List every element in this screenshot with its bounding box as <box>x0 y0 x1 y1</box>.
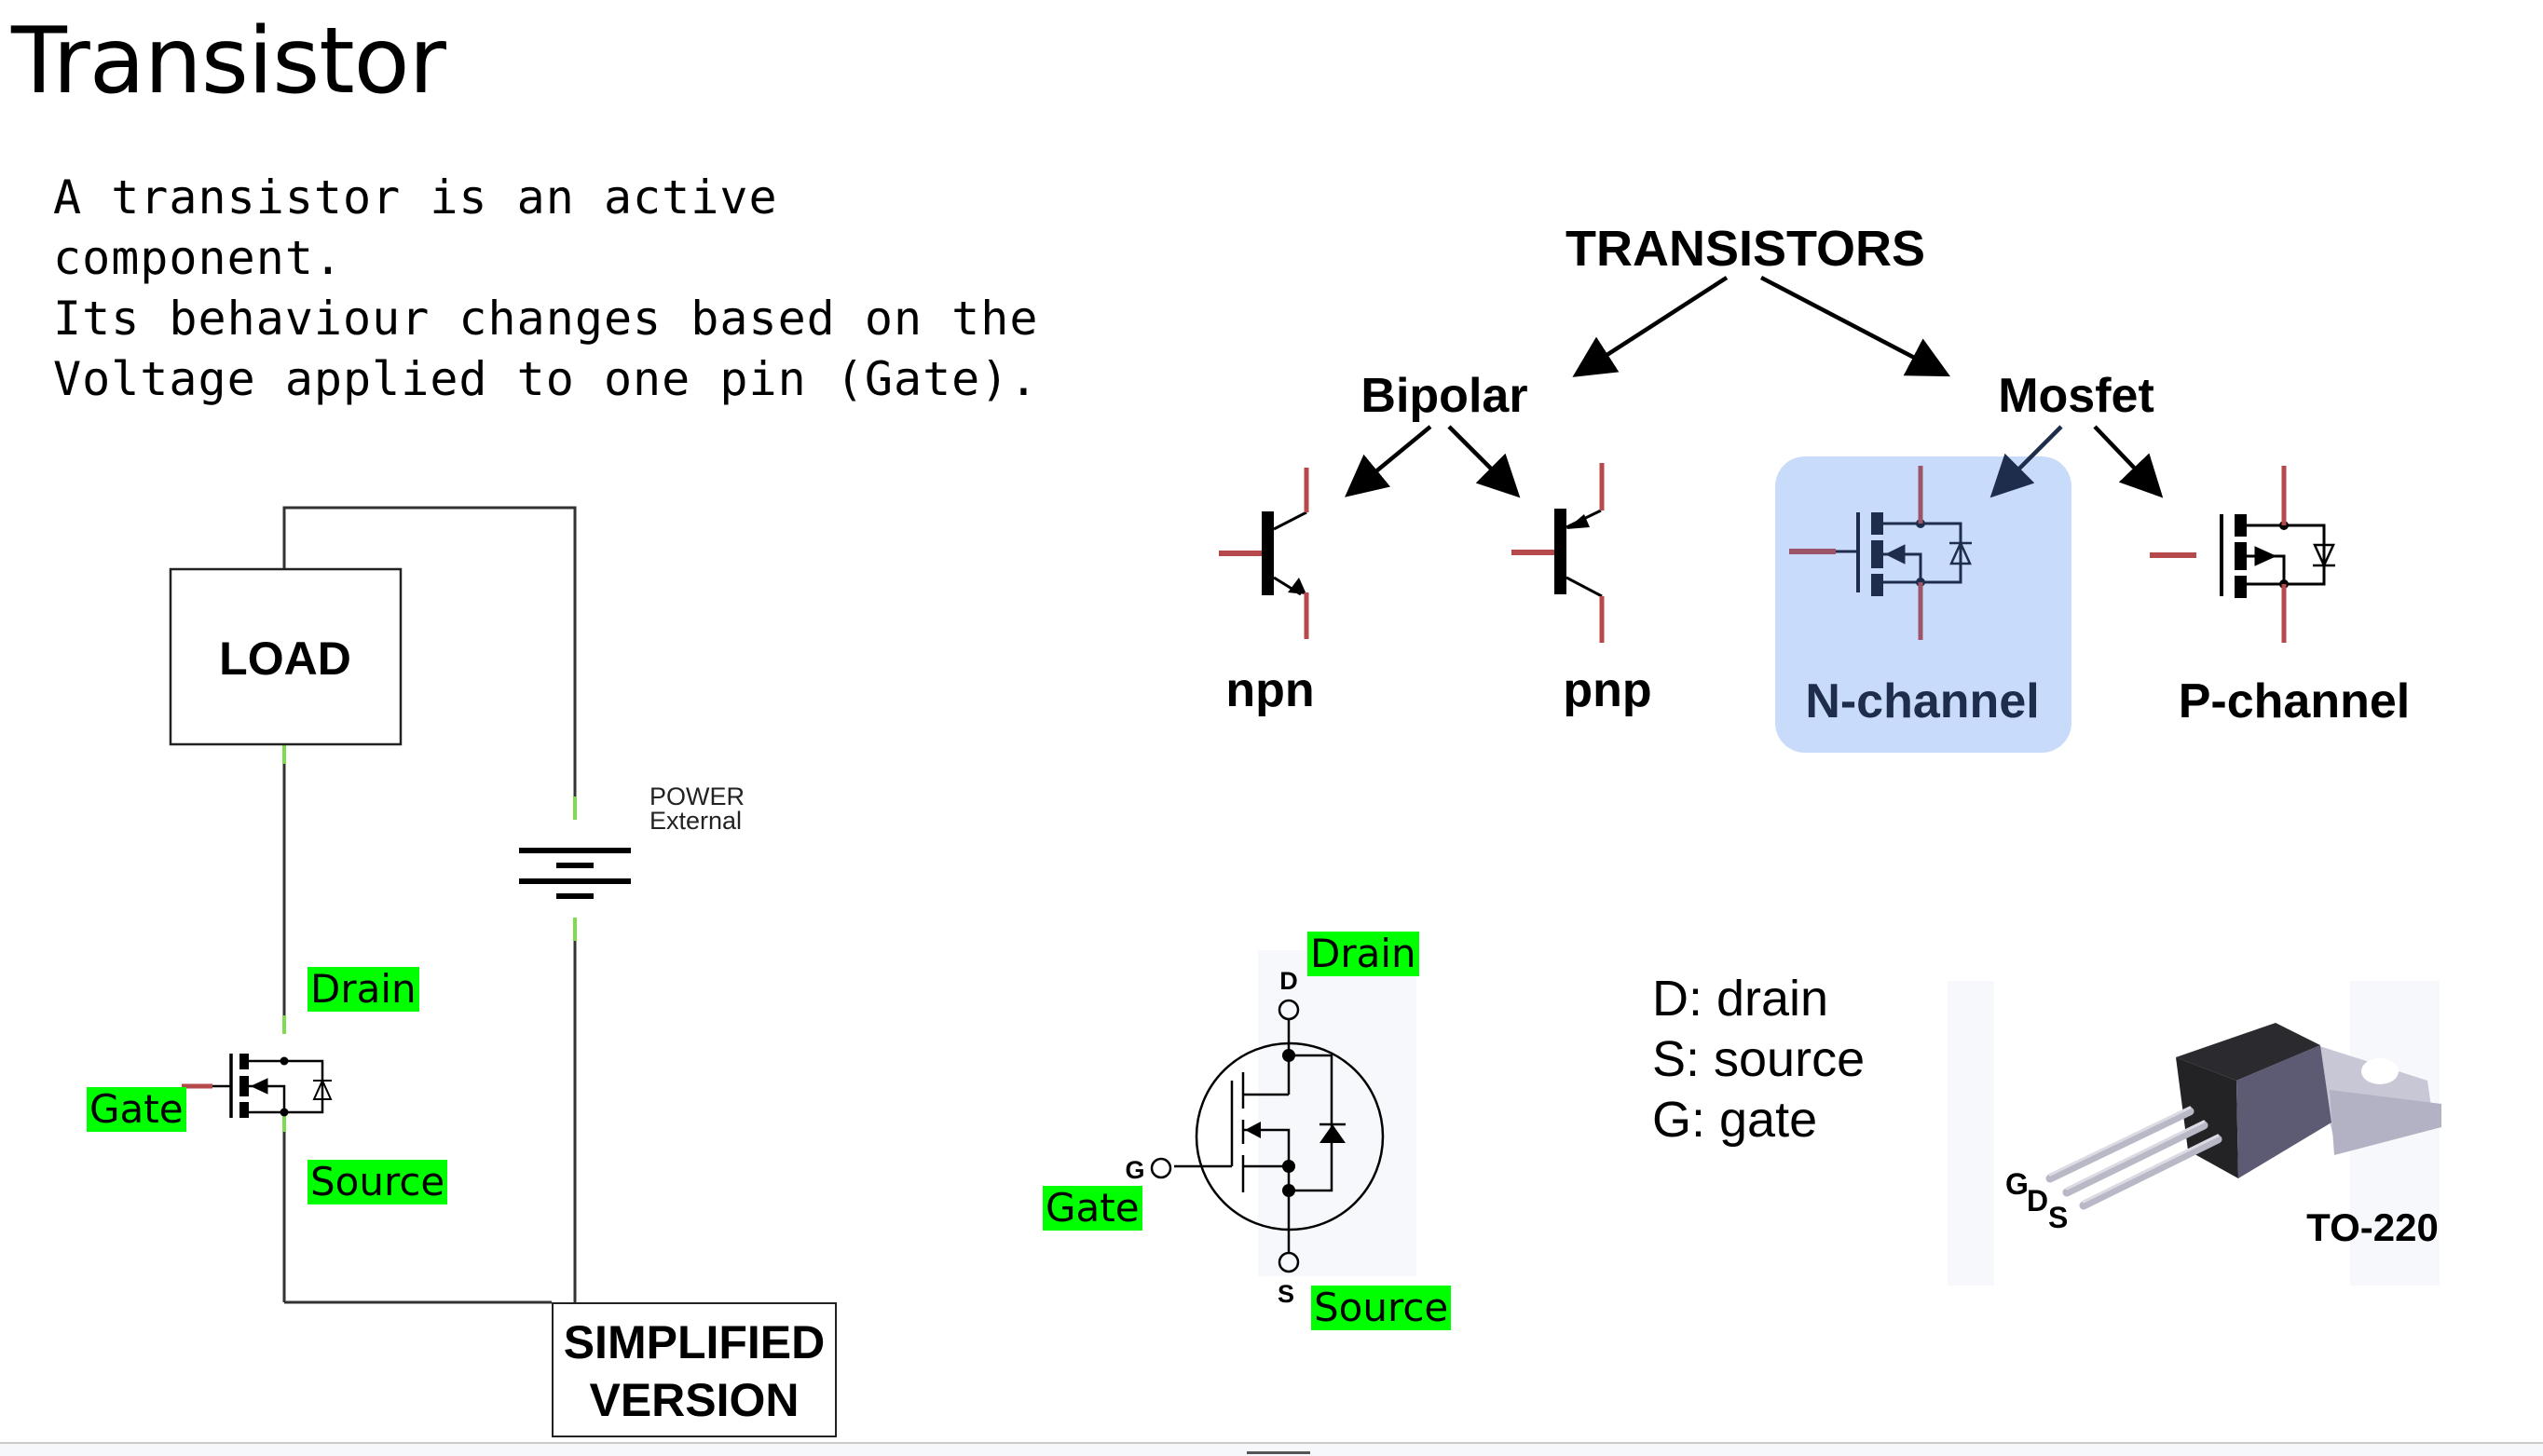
n-channel-highlight <box>1775 456 2071 753</box>
circuit-drain-label: Drain <box>308 966 419 1013</box>
intro-paragraph: A transistor is an active component. Its b… <box>53 168 1039 410</box>
intro-line: A transistor is an active <box>53 170 778 225</box>
scrollbar-handle[interactable] <box>1247 1451 1310 1454</box>
to220-package-icon <box>2045 1023 2441 1210</box>
pin-letter-d: D <box>1279 967 1298 995</box>
power-label-line1: POWER <box>649 782 745 810</box>
circuit-gate-label: Gate <box>87 1086 186 1133</box>
arrow-root-to-mosfet <box>1759 276 1950 377</box>
intro-line: component. <box>53 231 344 285</box>
arrow-root-to-bipolar <box>1572 276 1729 377</box>
simplified-version-box: SIMPLIFIED VERSION <box>552 1302 837 1437</box>
battery-icon <box>519 848 631 899</box>
legend-source: S: source <box>1652 1031 1866 1087</box>
circuit-wires <box>282 506 577 1304</box>
legend-drain: D: drain <box>1652 971 1829 1027</box>
page-title: Transistor <box>11 8 446 115</box>
symbol-gate-label: Gate <box>1043 1185 1142 1231</box>
arrow-mosfet-to-pchannel <box>2093 425 2164 498</box>
tree-leaf-pnp: pnp <box>1563 663 1651 717</box>
pin-legend: D: drain S: source G: gate <box>1652 969 1865 1150</box>
symbol-backdrop <box>1258 950 1416 1276</box>
intro-line: Its behaviour changes based on the <box>53 292 1039 346</box>
arrow-bipolar-to-pnp <box>1447 425 1521 498</box>
package-pin-d: D <box>2027 1184 2048 1218</box>
horizontal-scrollbar[interactable] <box>0 1442 2543 1456</box>
pin-markers <box>282 745 577 1132</box>
npn-symbol-icon <box>1219 468 1309 639</box>
intro-line: Voltage applied to one pin (Gate). <box>53 352 1039 406</box>
simplified-line2: VERSION <box>589 1374 800 1426</box>
power-label-line2: External <box>649 807 742 835</box>
tree-root-label: TRANSISTORS <box>1565 221 1925 277</box>
simplified-line1: SIMPLIFIED <box>563 1316 826 1368</box>
package-name: TO-220 <box>2306 1205 2439 1249</box>
legend-gate: G: gate <box>1652 1092 1818 1148</box>
pin-letter-s: S <box>1278 1280 1294 1308</box>
symbol-drain-label: Drain <box>1307 931 1419 977</box>
arrow-bipolar-to-npn <box>1345 425 1432 497</box>
package-pin-s: S <box>2048 1201 2068 1234</box>
tree-branch-bipolar: Bipolar <box>1360 369 1527 423</box>
circuit-mosfet-icon <box>182 1054 333 1118</box>
load-label: LOAD <box>219 633 351 685</box>
load-box <box>169 567 403 746</box>
n-channel-mosfet-icon <box>1789 466 1972 640</box>
tree-leaf-p-channel: P-channel <box>2179 674 2411 728</box>
package-pin-g: G <box>2005 1167 2029 1201</box>
tree-branch-mosfet: Mosfet <box>1998 369 2154 423</box>
pin-letter-g: G <box>1125 1156 1144 1184</box>
pnp-symbol-icon <box>1511 463 1605 643</box>
mosfet-schematic-fills <box>1245 1049 1346 1197</box>
tree-leaf-npn: npn <box>1225 663 1314 717</box>
arrow-mosfet-to-nchannel <box>1989 425 2063 498</box>
circuit-source-label: Source <box>308 1159 448 1205</box>
tree-leaf-n-channel: N-channel <box>1805 674 2039 728</box>
symbol-source-label: Source <box>1311 1285 1452 1331</box>
p-channel-mosfet-icon <box>2150 466 2335 643</box>
